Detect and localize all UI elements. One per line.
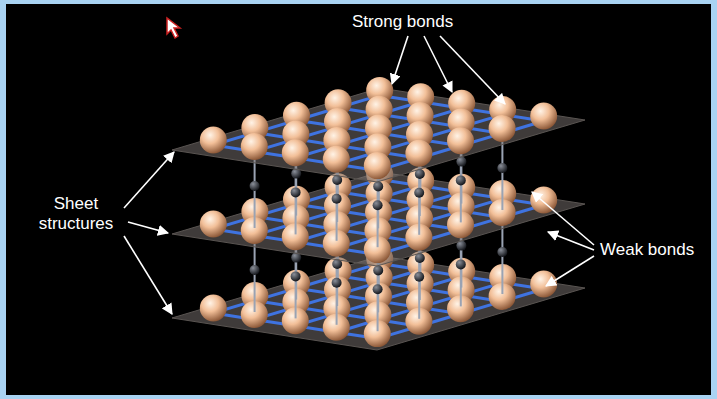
lattice [172, 77, 585, 350]
leader-line [548, 232, 594, 250]
background [6, 4, 711, 395]
leader-line [392, 36, 408, 84]
callout-label: Sheet structures [28, 194, 124, 234]
small-atom [456, 175, 466, 185]
sheet-plane [172, 88, 585, 182]
atom [200, 211, 227, 238]
atom [489, 115, 516, 142]
small-atom [373, 284, 383, 294]
leader-line [546, 256, 594, 286]
callout-label: Weak bonds [600, 240, 694, 260]
callout-label: Strong bonds [352, 12, 453, 32]
small-atom [414, 272, 424, 282]
atom [282, 139, 309, 166]
atom [200, 127, 227, 154]
atom [200, 295, 227, 322]
small-atom [291, 271, 301, 281]
atom [323, 146, 350, 173]
small-atom [497, 247, 507, 257]
leader-lines [124, 36, 594, 314]
atom [405, 140, 432, 167]
small-atom [332, 194, 342, 204]
small-atom [291, 187, 301, 197]
small-atom [250, 181, 260, 191]
atom [530, 103, 557, 130]
small-atom [497, 163, 507, 173]
atom [364, 152, 391, 179]
small-atom [332, 278, 342, 288]
sheet-layer [172, 77, 585, 182]
small-atom [373, 265, 383, 275]
leader-line [124, 152, 174, 208]
leader-line [440, 36, 505, 104]
weak-bond-layer [250, 107, 508, 247]
small-atom [250, 265, 260, 275]
small-atom [456, 259, 466, 269]
leader-line [128, 222, 168, 233]
small-atom [373, 181, 383, 191]
atom [447, 127, 474, 154]
cursor-icon [167, 18, 180, 38]
leader-line [124, 236, 172, 314]
small-atom [373, 200, 383, 210]
atom [241, 133, 268, 160]
atom [530, 271, 557, 298]
small-atom [414, 188, 424, 198]
